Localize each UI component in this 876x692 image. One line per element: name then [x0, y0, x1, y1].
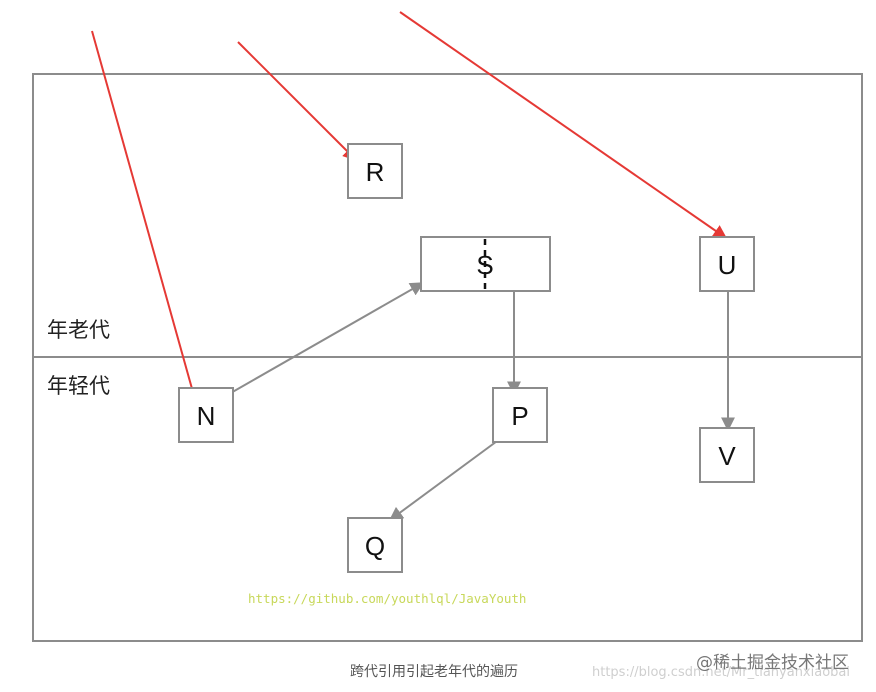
csdn-watermark: https://blog.csdn.net/Mr_tianyanxiaobai — [592, 665, 850, 680]
node-u: U — [699, 236, 755, 292]
node-p: P — [492, 387, 548, 443]
edge-p-to-q — [388, 432, 509, 521]
github-watermark: https://github.com/youthlql/JavaYouth — [248, 591, 526, 606]
root-edge-to-u — [399, 11, 728, 239]
node-p-label: P — [511, 401, 528, 431]
root-edge-to-r — [237, 41, 357, 161]
node-n-label: N — [197, 401, 216, 431]
young-generation-label: 年轻代 — [47, 374, 110, 398]
node-u-label: U — [718, 250, 737, 280]
node-v-label: V — [718, 441, 736, 471]
node-v: V — [699, 427, 755, 483]
node-s: S — [420, 236, 551, 292]
root-edge-to-n — [91, 30, 200, 405]
node-q-label: Q — [365, 531, 385, 561]
old-generation-label: 年老代 — [47, 318, 110, 342]
edge-n-to-s — [228, 282, 425, 395]
node-r: R — [347, 143, 403, 199]
node-q: Q — [347, 517, 403, 573]
node-r-label: R — [366, 157, 385, 187]
node-n: N — [178, 387, 234, 443]
figure-caption: 跨代引用引起老年代的遍历 — [350, 664, 518, 680]
juejin-watermark: @稀土掘金技术社区 — [696, 653, 849, 673]
